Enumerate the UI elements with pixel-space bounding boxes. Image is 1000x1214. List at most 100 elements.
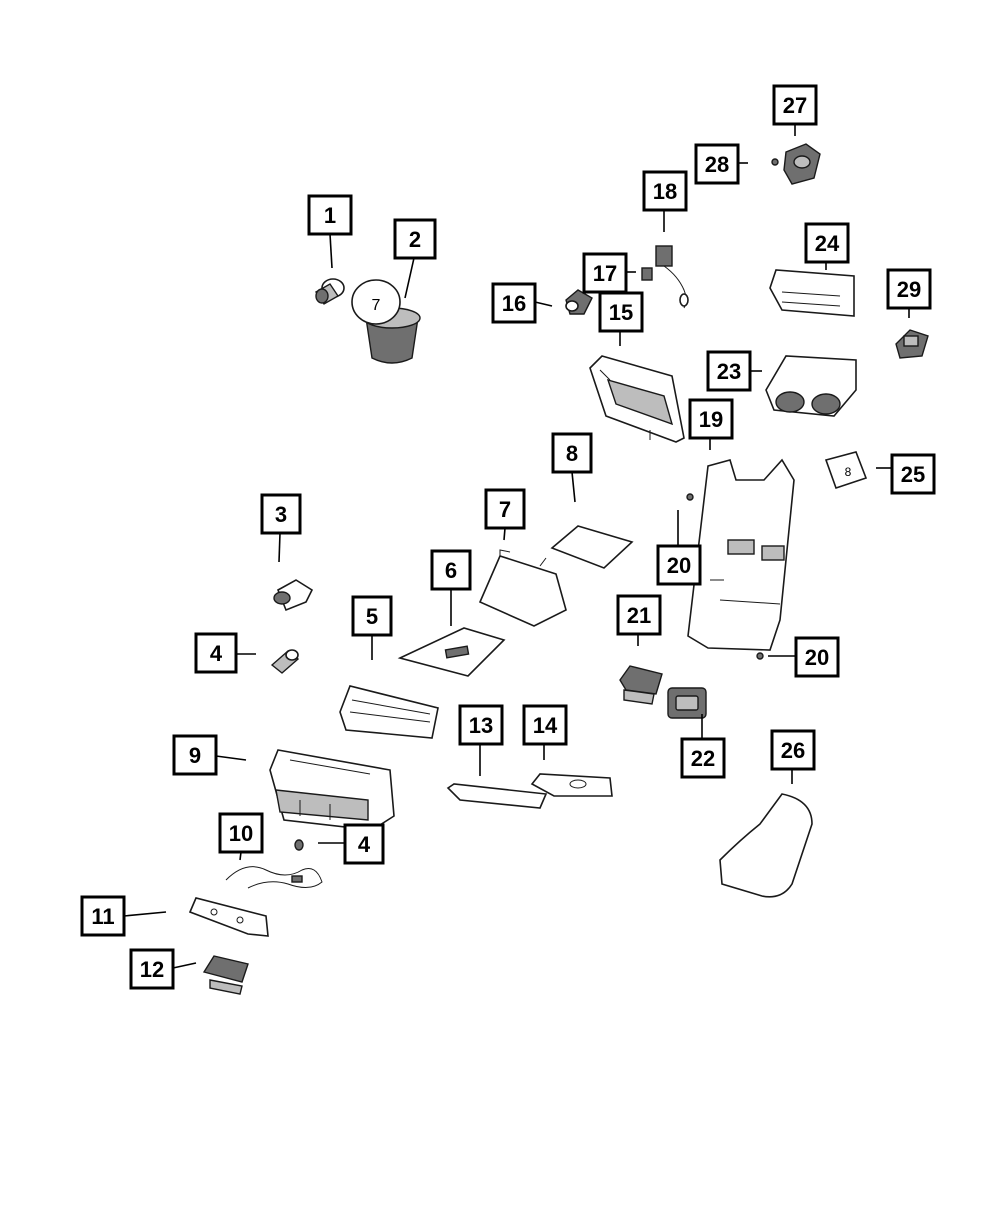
callout-box (218, 812, 264, 854)
callout-number: 26 (781, 738, 805, 763)
callout-24: 24 (804, 222, 850, 270)
callout-number: 9 (189, 743, 201, 768)
callout-number: 12 (140, 957, 164, 982)
part-4-lower-button (294, 839, 304, 851)
callout-number: 20 (667, 553, 691, 578)
part-2-cupholder: 7 (351, 279, 421, 364)
callout-box (772, 84, 818, 126)
callout-box (582, 252, 628, 294)
callout-number: 7 (499, 497, 511, 522)
callout-box (642, 170, 688, 212)
callout-number: 28 (705, 152, 729, 177)
callout-box (343, 823, 385, 865)
callout-box (886, 268, 932, 310)
callout-8: 8 (551, 432, 593, 503)
callout-number: 24 (815, 231, 840, 256)
callout-box (656, 544, 702, 586)
part-5-tray (339, 685, 439, 739)
callout-box (80, 895, 126, 937)
part-21-connector (619, 665, 663, 705)
callout-number: 16 (502, 291, 526, 316)
callout-leader-line (329, 233, 333, 269)
callout-box (351, 595, 393, 637)
callout-box (491, 282, 537, 324)
callout-number: 10 (229, 821, 253, 846)
part-19-side-trim (687, 458, 795, 651)
callout-16: 16 (491, 282, 553, 324)
callout-12: 12 (129, 948, 197, 990)
callout-27: 27 (772, 84, 818, 136)
part-27-module (783, 143, 821, 185)
callout-10: 10 (218, 812, 264, 861)
callout-number: 22 (691, 746, 715, 771)
callout-15: 15 (598, 291, 644, 346)
part-25-cover: 8 (824, 451, 868, 490)
callout-number: 4 (358, 832, 371, 857)
callout-number: 25 (901, 462, 925, 487)
callout-number: 11 (91, 904, 114, 929)
callout-18: 18 (642, 170, 688, 232)
callout-number: 15 (609, 300, 633, 325)
callout-box (307, 194, 353, 236)
callout-number: 21 (627, 603, 651, 628)
part-16-fitting (565, 289, 593, 315)
callout-box (484, 488, 526, 530)
part-23-vent-housing (765, 355, 857, 417)
part-20-fasteners (686, 493, 764, 660)
callout-14: 14 (522, 704, 568, 760)
callout-number: 19 (699, 407, 723, 432)
part-24-bezel (769, 269, 855, 317)
callout-number: 4 (210, 641, 223, 666)
part-6-mat (397, 627, 506, 677)
callout-1: 1 (307, 194, 353, 269)
part-4-upper-cylinder (270, 649, 300, 674)
callout-box (680, 737, 726, 779)
callout-5: 5 (351, 595, 393, 660)
callout-25: 25 (876, 453, 936, 495)
part-29-switch (895, 329, 929, 359)
part-28-screw (771, 158, 779, 166)
callout-box (194, 632, 238, 674)
callout-number: 1 (324, 203, 336, 228)
callout-20a: 20 (656, 510, 702, 586)
bin-door-mark: 8 (845, 465, 852, 479)
callout-box (551, 432, 593, 474)
callout-2: 2 (393, 218, 437, 299)
part-22-outlet (667, 687, 707, 719)
callout-box (129, 948, 175, 990)
callout-20b: 20 (768, 636, 840, 678)
callout-17: 17 (582, 252, 636, 294)
callout-13: 13 (458, 704, 504, 776)
callout-number: 6 (445, 558, 457, 583)
part-26-mat (719, 793, 813, 898)
callout-box (393, 218, 437, 260)
callout-box (688, 398, 734, 440)
part-13-trim (446, 783, 548, 809)
part-8-panel (550, 525, 634, 569)
callout-26: 26 (770, 729, 816, 784)
part-18-sensor (655, 245, 689, 309)
part-9-console-base (269, 749, 395, 831)
callout-box (430, 549, 472, 591)
cupholder-lid-mark: 7 (372, 297, 381, 314)
callout-box (794, 636, 840, 678)
callout-number: 18 (653, 179, 677, 204)
callout-number: 13 (469, 713, 493, 738)
callout-4b: 4 (318, 823, 385, 865)
callout-leader-line (571, 471, 576, 503)
callout-leader-line (278, 532, 281, 563)
callout-box (172, 734, 218, 776)
callout-box (770, 729, 816, 771)
callout-6: 6 (430, 549, 472, 626)
callout-leader-line (215, 755, 247, 761)
callout-leader-line (123, 911, 167, 917)
part-15-frame (589, 355, 685, 443)
callout-21: 21 (616, 594, 662, 646)
part-14-trim-panel (530, 773, 613, 797)
callout-box (706, 350, 752, 392)
callout-number: 2 (409, 227, 421, 252)
callout-box (260, 493, 302, 535)
part-11-bracket (188, 897, 269, 937)
part-17-clip (641, 267, 653, 281)
